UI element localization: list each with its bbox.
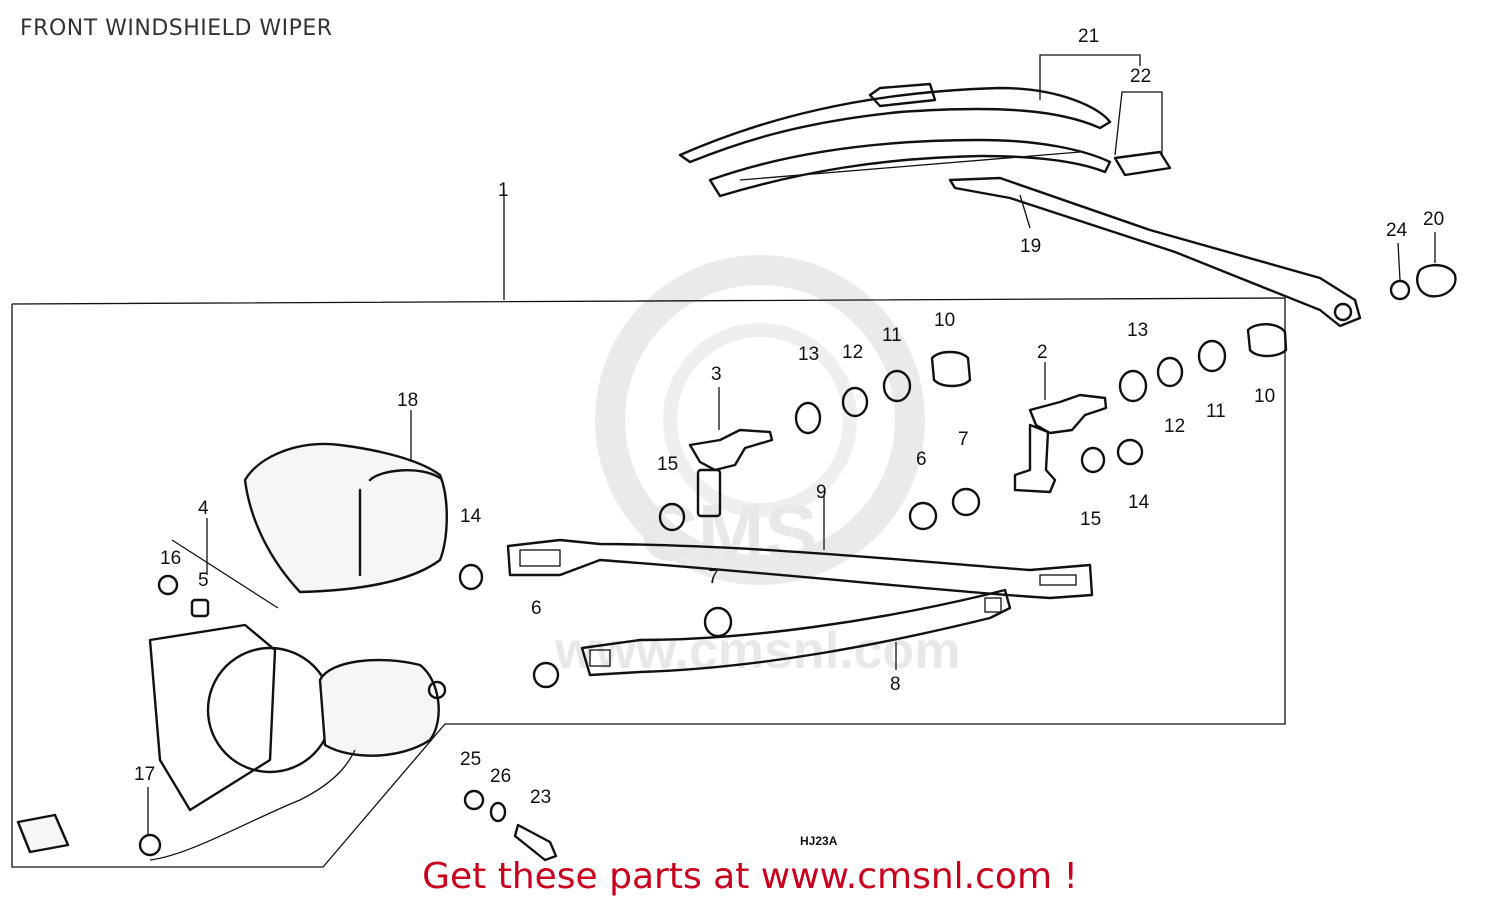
callout-3: 3 <box>711 364 722 385</box>
callout-labels: 21 22 1 19 24 20 10 11 12 13 3 18 2 13 1… <box>134 26 1444 808</box>
leader-lines <box>147 54 1436 835</box>
callout-6-lower: 6 <box>531 598 542 619</box>
callout-13-right: 13 <box>1127 320 1148 341</box>
watermark-url-text: www.cmsnl.com <box>554 622 961 680</box>
callout-12-right: 12 <box>1164 416 1185 437</box>
callout-16: 16 <box>160 548 181 569</box>
callout-13-left: 13 <box>798 344 819 365</box>
callout-25: 25 <box>460 749 481 770</box>
callout-23: 23 <box>530 787 551 808</box>
left-pivot-hardware <box>794 350 972 435</box>
callout-22: 22 <box>1130 66 1151 87</box>
callout-5: 5 <box>198 570 209 591</box>
callout-19: 19 <box>1020 236 1041 257</box>
callout-21: 21 <box>1078 26 1099 47</box>
arm-cap <box>1416 263 1457 298</box>
wiper-motor <box>16 623 447 861</box>
callout-8: 8 <box>890 674 901 695</box>
callout-1: 1 <box>498 180 509 201</box>
callout-10-left: 10 <box>934 310 955 331</box>
callout-11-left: 11 <box>882 325 902 346</box>
footer-link-text[interactable]: Get these parts at www.cmsnl.com ! <box>422 856 1078 897</box>
callout-10-right: 10 <box>1254 386 1275 407</box>
callout-14-right: 14 <box>1128 492 1150 513</box>
callout-14-left: 14 <box>460 506 482 527</box>
callout-15-left: 15 <box>657 454 678 475</box>
callout-17: 17 <box>134 764 155 785</box>
motor-cover <box>243 442 448 594</box>
callout-11-right: 11 <box>1206 401 1226 422</box>
assembly-box <box>11 190 1286 868</box>
wiper-arm <box>948 176 1362 328</box>
page-title: FRONT WINDSHIELD WIPER <box>20 16 333 41</box>
right-pivot-hardware <box>1118 323 1288 403</box>
wiper-blade <box>678 82 1112 164</box>
callout-7-lower: 7 <box>708 567 719 588</box>
diagram-code: HJ23A <box>800 834 838 848</box>
callout-7-upper: 7 <box>958 429 969 450</box>
bolt-hardware <box>463 789 558 862</box>
callout-20: 20 <box>1423 209 1444 230</box>
link-rod-short <box>580 588 1012 677</box>
callout-6-upper: 6 <box>916 449 927 470</box>
callout-18: 18 <box>397 390 418 411</box>
pivot-left <box>688 428 774 518</box>
callout-26: 26 <box>490 766 511 787</box>
motor-bushing <box>157 574 179 596</box>
callout-2: 2 <box>1037 342 1048 363</box>
callout-12-left: 12 <box>842 342 863 363</box>
pivot-right <box>1013 393 1108 494</box>
watermark-cms-text: CMS <box>640 488 818 577</box>
cmsnl-watermark-logo: CMS www.cmsnl.com <box>554 255 961 680</box>
blade-rubber <box>708 138 1172 198</box>
callout-9: 9 <box>816 482 827 503</box>
motor-spacer <box>190 598 210 618</box>
callout-24: 24 <box>1386 220 1408 241</box>
callout-4: 4 <box>198 498 209 519</box>
callout-15-right: 15 <box>1080 509 1101 530</box>
arm-nut <box>1389 279 1411 301</box>
link-rod-long <box>506 538 1094 600</box>
